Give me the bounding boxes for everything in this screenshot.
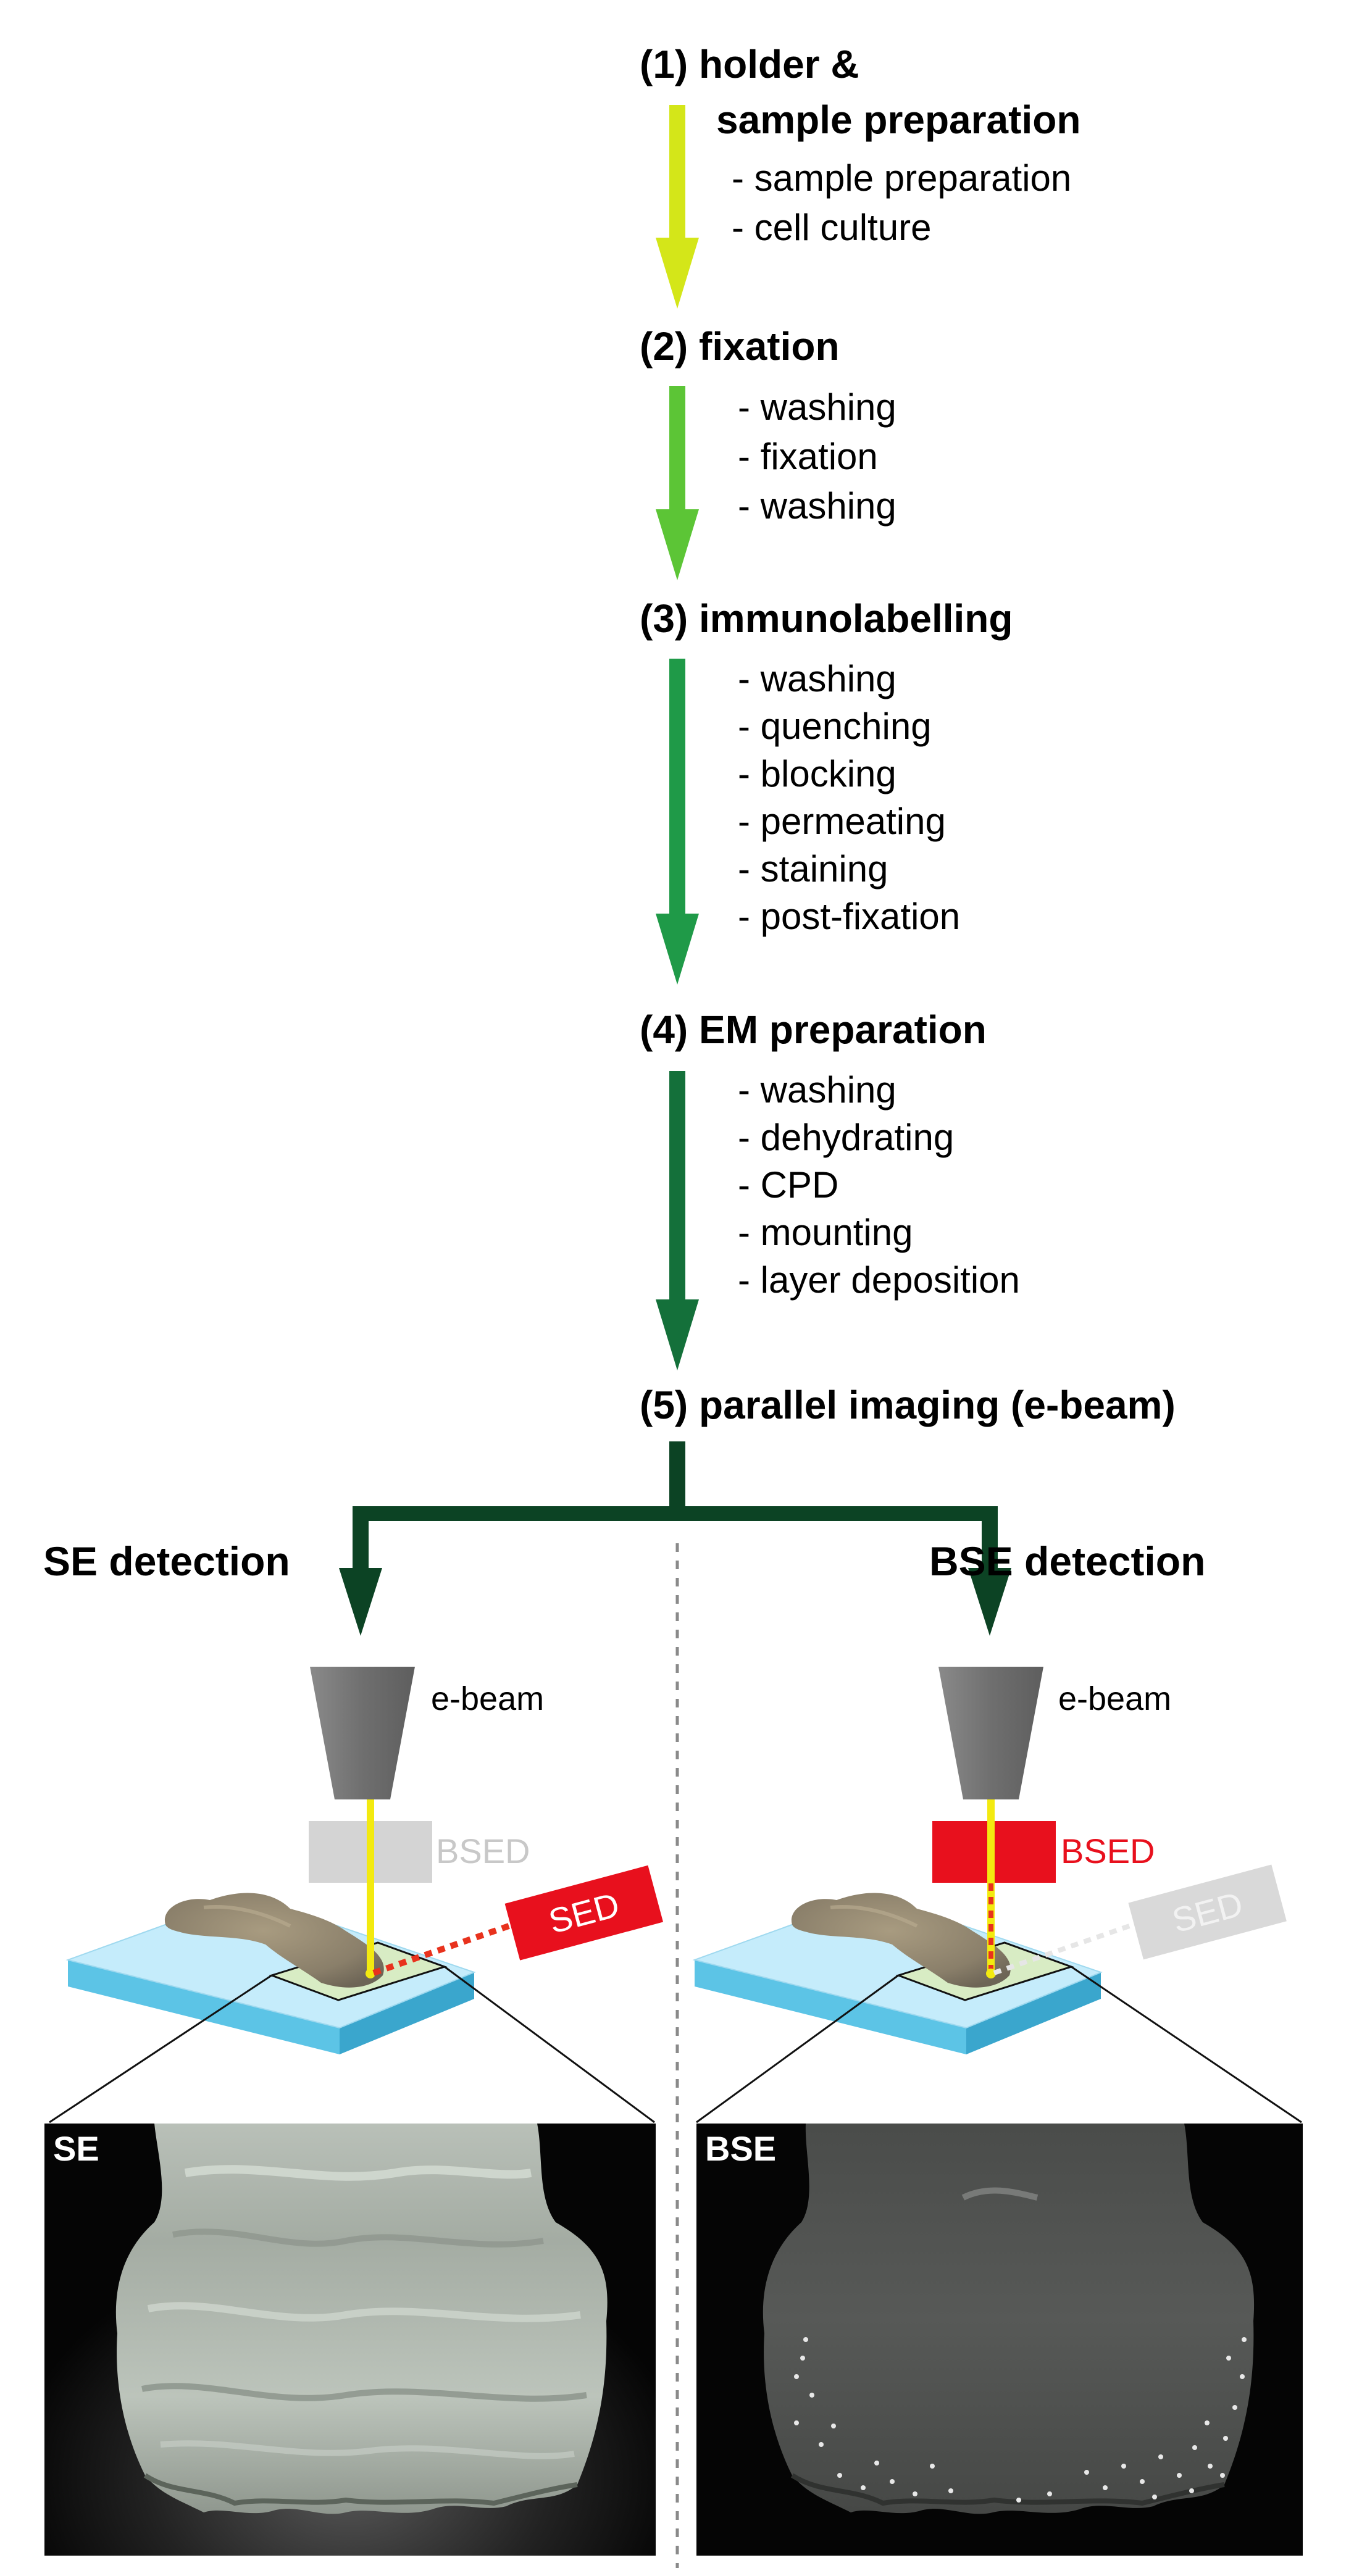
step-3-item: - washing xyxy=(738,658,896,699)
step-1-item: - cell culture xyxy=(732,207,931,248)
bse-image-label: BSE xyxy=(705,2129,776,2168)
step-4-item: - dehydrating xyxy=(738,1117,954,1158)
step-3-item: - staining xyxy=(738,848,888,890)
step-3-item: - permeating xyxy=(738,801,946,842)
electron-beam xyxy=(367,1799,374,1974)
step-2-arrow xyxy=(656,386,699,580)
step-4-arrow xyxy=(656,1071,699,1370)
cell-sample xyxy=(164,1893,384,1988)
step-1-title-line1: (1) holder & xyxy=(640,42,859,86)
step-2-item: - fixation xyxy=(738,436,878,477)
step-3-item: - blocking xyxy=(738,753,896,794)
step-2-item: - washing xyxy=(738,386,896,428)
bsed-label: BSED xyxy=(1061,1832,1155,1870)
step-1-arrow xyxy=(656,105,699,309)
se-micrograph: SE xyxy=(44,2124,656,2556)
step-4-item: - mounting xyxy=(738,1212,913,1253)
step-3-arrow xyxy=(656,659,699,985)
branch-arrows xyxy=(339,1441,1011,1636)
step-2-title: (2) fixation xyxy=(640,324,840,369)
step-4-item: - CPD xyxy=(738,1164,838,1206)
ebeam-label: e-beam xyxy=(431,1680,544,1717)
step-5-title: (5) parallel imaging (e-beam) xyxy=(640,1383,1176,1427)
step-2: (2) fixation - washing - fixation - wash… xyxy=(640,324,896,580)
bsed-label: BSED xyxy=(436,1832,530,1870)
step-3-item: - quenching xyxy=(738,706,932,747)
bse-micrograph: BSE xyxy=(696,2124,1303,2556)
step-1-title-line2: sample preparation xyxy=(716,98,1080,142)
step-5: (5) parallel imaging (e-beam) xyxy=(339,1383,1176,1636)
step-4: (4) EM preparation - washing - dehydrati… xyxy=(640,1007,1020,1370)
step-1-item: - sample preparation xyxy=(732,157,1071,199)
bse-detection-title: BSE detection xyxy=(929,1538,1205,1584)
ebeam-label: e-beam xyxy=(1058,1680,1171,1717)
electron-gun-icon xyxy=(310,1667,415,1799)
step-3: (3) immunolabelling - washing - quenchin… xyxy=(640,596,1013,985)
sed-detector-inactive: SED xyxy=(1128,1864,1287,1960)
step-4-item: - layer deposition xyxy=(738,1259,1020,1301)
se-detection-title: SE detection xyxy=(43,1538,290,1584)
bse-panel: BSE detection e-beam BSED SED xyxy=(692,1538,1303,2556)
cell-sample xyxy=(791,1893,1011,1988)
step-3-title: (3) immunolabelling xyxy=(640,596,1013,641)
step-3-item: - post-fixation xyxy=(738,896,960,937)
sed-detector-active: SED xyxy=(504,1865,664,1961)
se-panel: SE detection e-beam BSED SED xyxy=(43,1538,664,2556)
step-1: (1) holder & sample preparation - sample… xyxy=(640,42,1080,309)
gold-label-dots xyxy=(794,2337,1247,2503)
secondary-electron-signal xyxy=(372,1922,514,1976)
step-4-item: - washing xyxy=(738,1069,896,1111)
step-2-item: - washing xyxy=(738,485,896,527)
electron-gun-icon xyxy=(938,1667,1043,1799)
se-image-label: SE xyxy=(53,2129,99,2168)
step-4-title: (4) EM preparation xyxy=(640,1007,987,1052)
